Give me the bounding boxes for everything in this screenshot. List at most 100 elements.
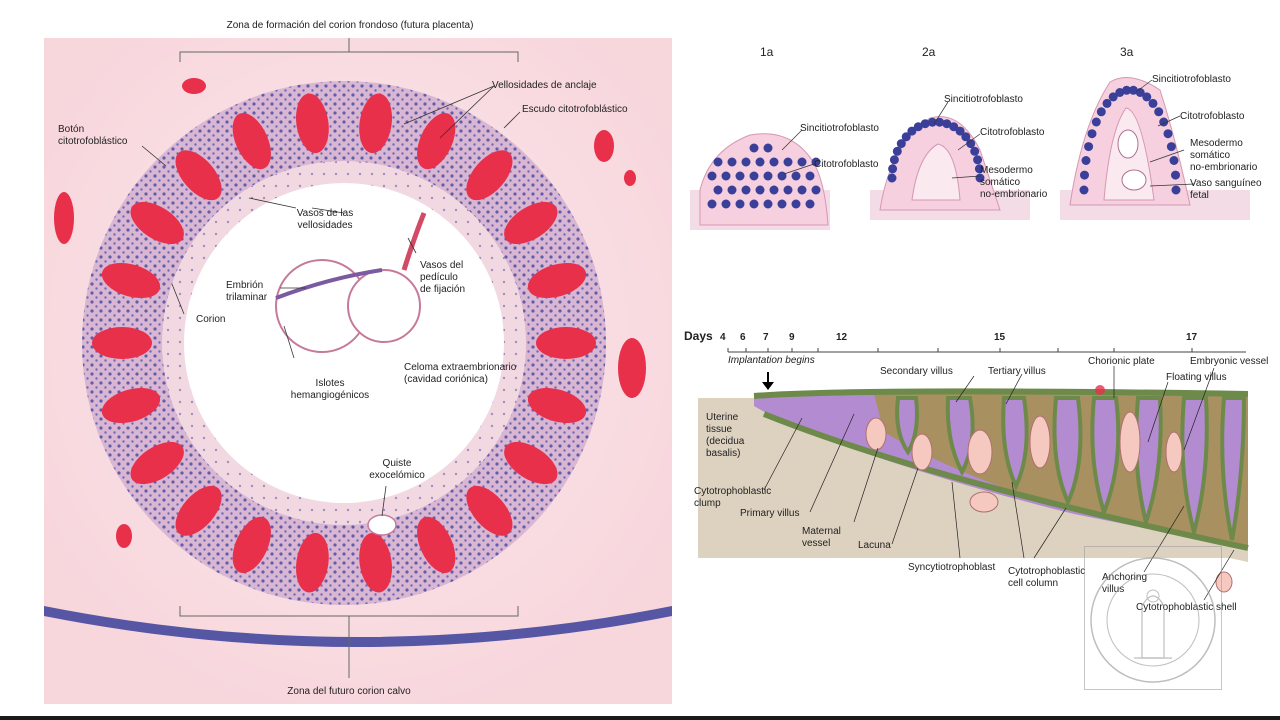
cell-nucleus	[1087, 129, 1097, 139]
cell-nucleus	[811, 185, 821, 195]
label-islotes-hemangiogenicos: Islotes hemangiogénicos	[290, 378, 370, 401]
blood-space	[504, 201, 558, 245]
cell-nucleus	[727, 185, 737, 195]
cell-nucleus	[749, 143, 759, 153]
cell-nucleus	[901, 132, 911, 142]
cell-nucleus	[955, 126, 965, 136]
anchoring-villus-label: Anchoring villus	[1102, 572, 1148, 595]
label-quiste-exocelomico: Quiste exocelómico	[369, 458, 425, 481]
cyto-column-label: Cytotrophoblastic cell column	[1008, 566, 1086, 589]
tick-17: 17	[1186, 332, 1198, 343]
villi-stages: 1a 2a 3a Sincitiotrofoblasto Citotrofobl…	[690, 40, 1270, 240]
cell-nucleus	[763, 143, 773, 153]
tick-7: 7	[763, 332, 769, 343]
cell-nucleus	[887, 173, 897, 183]
cell-nucleus	[1108, 92, 1118, 102]
cell-nucleus	[797, 185, 807, 195]
cell-nucleus	[805, 199, 815, 209]
blood-space	[295, 532, 329, 593]
blood-space	[359, 532, 393, 593]
implantation-label: Implantation begins	[728, 355, 815, 366]
label-vasos-vellosidades: Vasos de las vellosidades	[296, 208, 354, 231]
cell-nucleus	[755, 157, 765, 167]
blood-space	[175, 150, 222, 201]
stage-title-1a: 1a	[760, 45, 774, 59]
cyto-clump-label: Cytotrophoblastic clump	[694, 486, 772, 509]
cell-nucleus	[777, 199, 787, 209]
cell-nucleus	[1096, 107, 1106, 117]
timeline-axis-title: Days	[684, 329, 713, 343]
blood-space	[527, 262, 587, 299]
cell-nucleus	[1171, 185, 1181, 195]
label-corion: Corion	[196, 314, 226, 325]
stage2-meso-label: Mesodermo somático no-embrionario	[980, 165, 1048, 200]
cell-nucleus	[970, 146, 980, 156]
stage-title-2a: 2a	[922, 45, 936, 59]
label-celoma-extraembrionario: Celoma extraembrionario (cavidad corióni…	[404, 362, 517, 385]
cell-nucleus	[1163, 129, 1173, 139]
tertiary-villus-label: Tertiary villus	[988, 366, 1046, 377]
cell-nucleus	[949, 122, 959, 132]
cell-nucleus	[749, 199, 759, 209]
cell-nucleus	[741, 185, 751, 195]
blood-space	[417, 113, 456, 170]
cell-nucleus	[763, 171, 773, 181]
bottom-bar	[0, 716, 1280, 720]
embryonic-vessel-label: Embryonic vessel	[1190, 356, 1269, 367]
cyto-shell-label: Cytotrophoblastic shell	[1136, 602, 1237, 613]
blood-space	[232, 516, 271, 573]
cell-nucleus	[805, 171, 815, 181]
cell-nucleus	[1128, 85, 1138, 95]
label-escudo-citotrofoblastico: Escudo citotrofoblástico	[522, 104, 628, 115]
cell-nucleus	[713, 157, 723, 167]
cell-nucleus	[1148, 98, 1158, 108]
villi-blood-spaces	[92, 93, 596, 593]
cell-nucleus	[735, 171, 745, 181]
cell-nucleus	[741, 157, 751, 167]
villi-timeline: Days 4 6 7 9 12 15 17 Implantation begin…	[684, 322, 1268, 692]
cell-nucleus	[966, 139, 976, 149]
cell-nucleus	[783, 185, 793, 195]
cell-nucleus	[1084, 142, 1094, 152]
cell-nucleus	[1080, 170, 1089, 180]
cell-nucleus	[721, 171, 731, 181]
cell-nucleus	[973, 155, 983, 165]
chorionic-plate-label: Chorionic plate	[1088, 356, 1155, 367]
stage3-vaso-label: Vaso sanguíneo fetal	[1190, 178, 1262, 201]
blood-space	[101, 387, 161, 424]
blood-space	[130, 201, 184, 245]
cell-nucleus	[721, 199, 731, 209]
label-embrion-trilaminar: Embrión trilaminar	[226, 280, 268, 303]
seal-illustration	[1084, 546, 1222, 690]
blood-space	[466, 485, 513, 536]
cell-nucleus	[913, 122, 923, 132]
stage3-meso-label: Mesodermo somático no-embrionario	[1190, 138, 1258, 173]
university-seal-watermark	[1084, 546, 1222, 690]
stage1-sincitio-label: Sincitiotrofoblasto	[800, 123, 879, 134]
label-vellosidades-anclaje: Vellosidades de anclaje	[492, 80, 597, 91]
cell-nucleus	[889, 155, 899, 165]
blood-space	[101, 262, 161, 299]
cell-nucleus	[920, 119, 930, 129]
cell-nucleus	[888, 164, 898, 174]
floating-villus-label: Floating villus	[1166, 372, 1227, 383]
cell-nucleus	[896, 139, 906, 149]
blood-space	[536, 327, 596, 359]
blood-space	[417, 516, 456, 573]
cell-nucleus	[942, 119, 952, 129]
primary-villus-label: Primary villus	[740, 508, 800, 519]
tick-15: 15	[994, 332, 1006, 343]
chorion-illustration	[44, 38, 672, 704]
cell-nucleus	[735, 199, 745, 209]
lacuna-label: Lacuna	[858, 540, 891, 551]
cell-nucleus	[1169, 156, 1179, 165]
stage2-cito-label: Citotrofoblasto	[980, 127, 1045, 138]
cell-nucleus	[749, 171, 759, 181]
bottom-caption: Zona del futuro corion calvo	[287, 686, 411, 697]
cell-nucleus	[763, 199, 773, 209]
stage-title-3a: 3a	[1120, 45, 1134, 59]
cell-nucleus	[1091, 117, 1101, 127]
cell-nucleus	[1154, 107, 1164, 117]
villi-stages-illustration	[690, 40, 1270, 240]
cell-nucleus	[1171, 170, 1180, 180]
